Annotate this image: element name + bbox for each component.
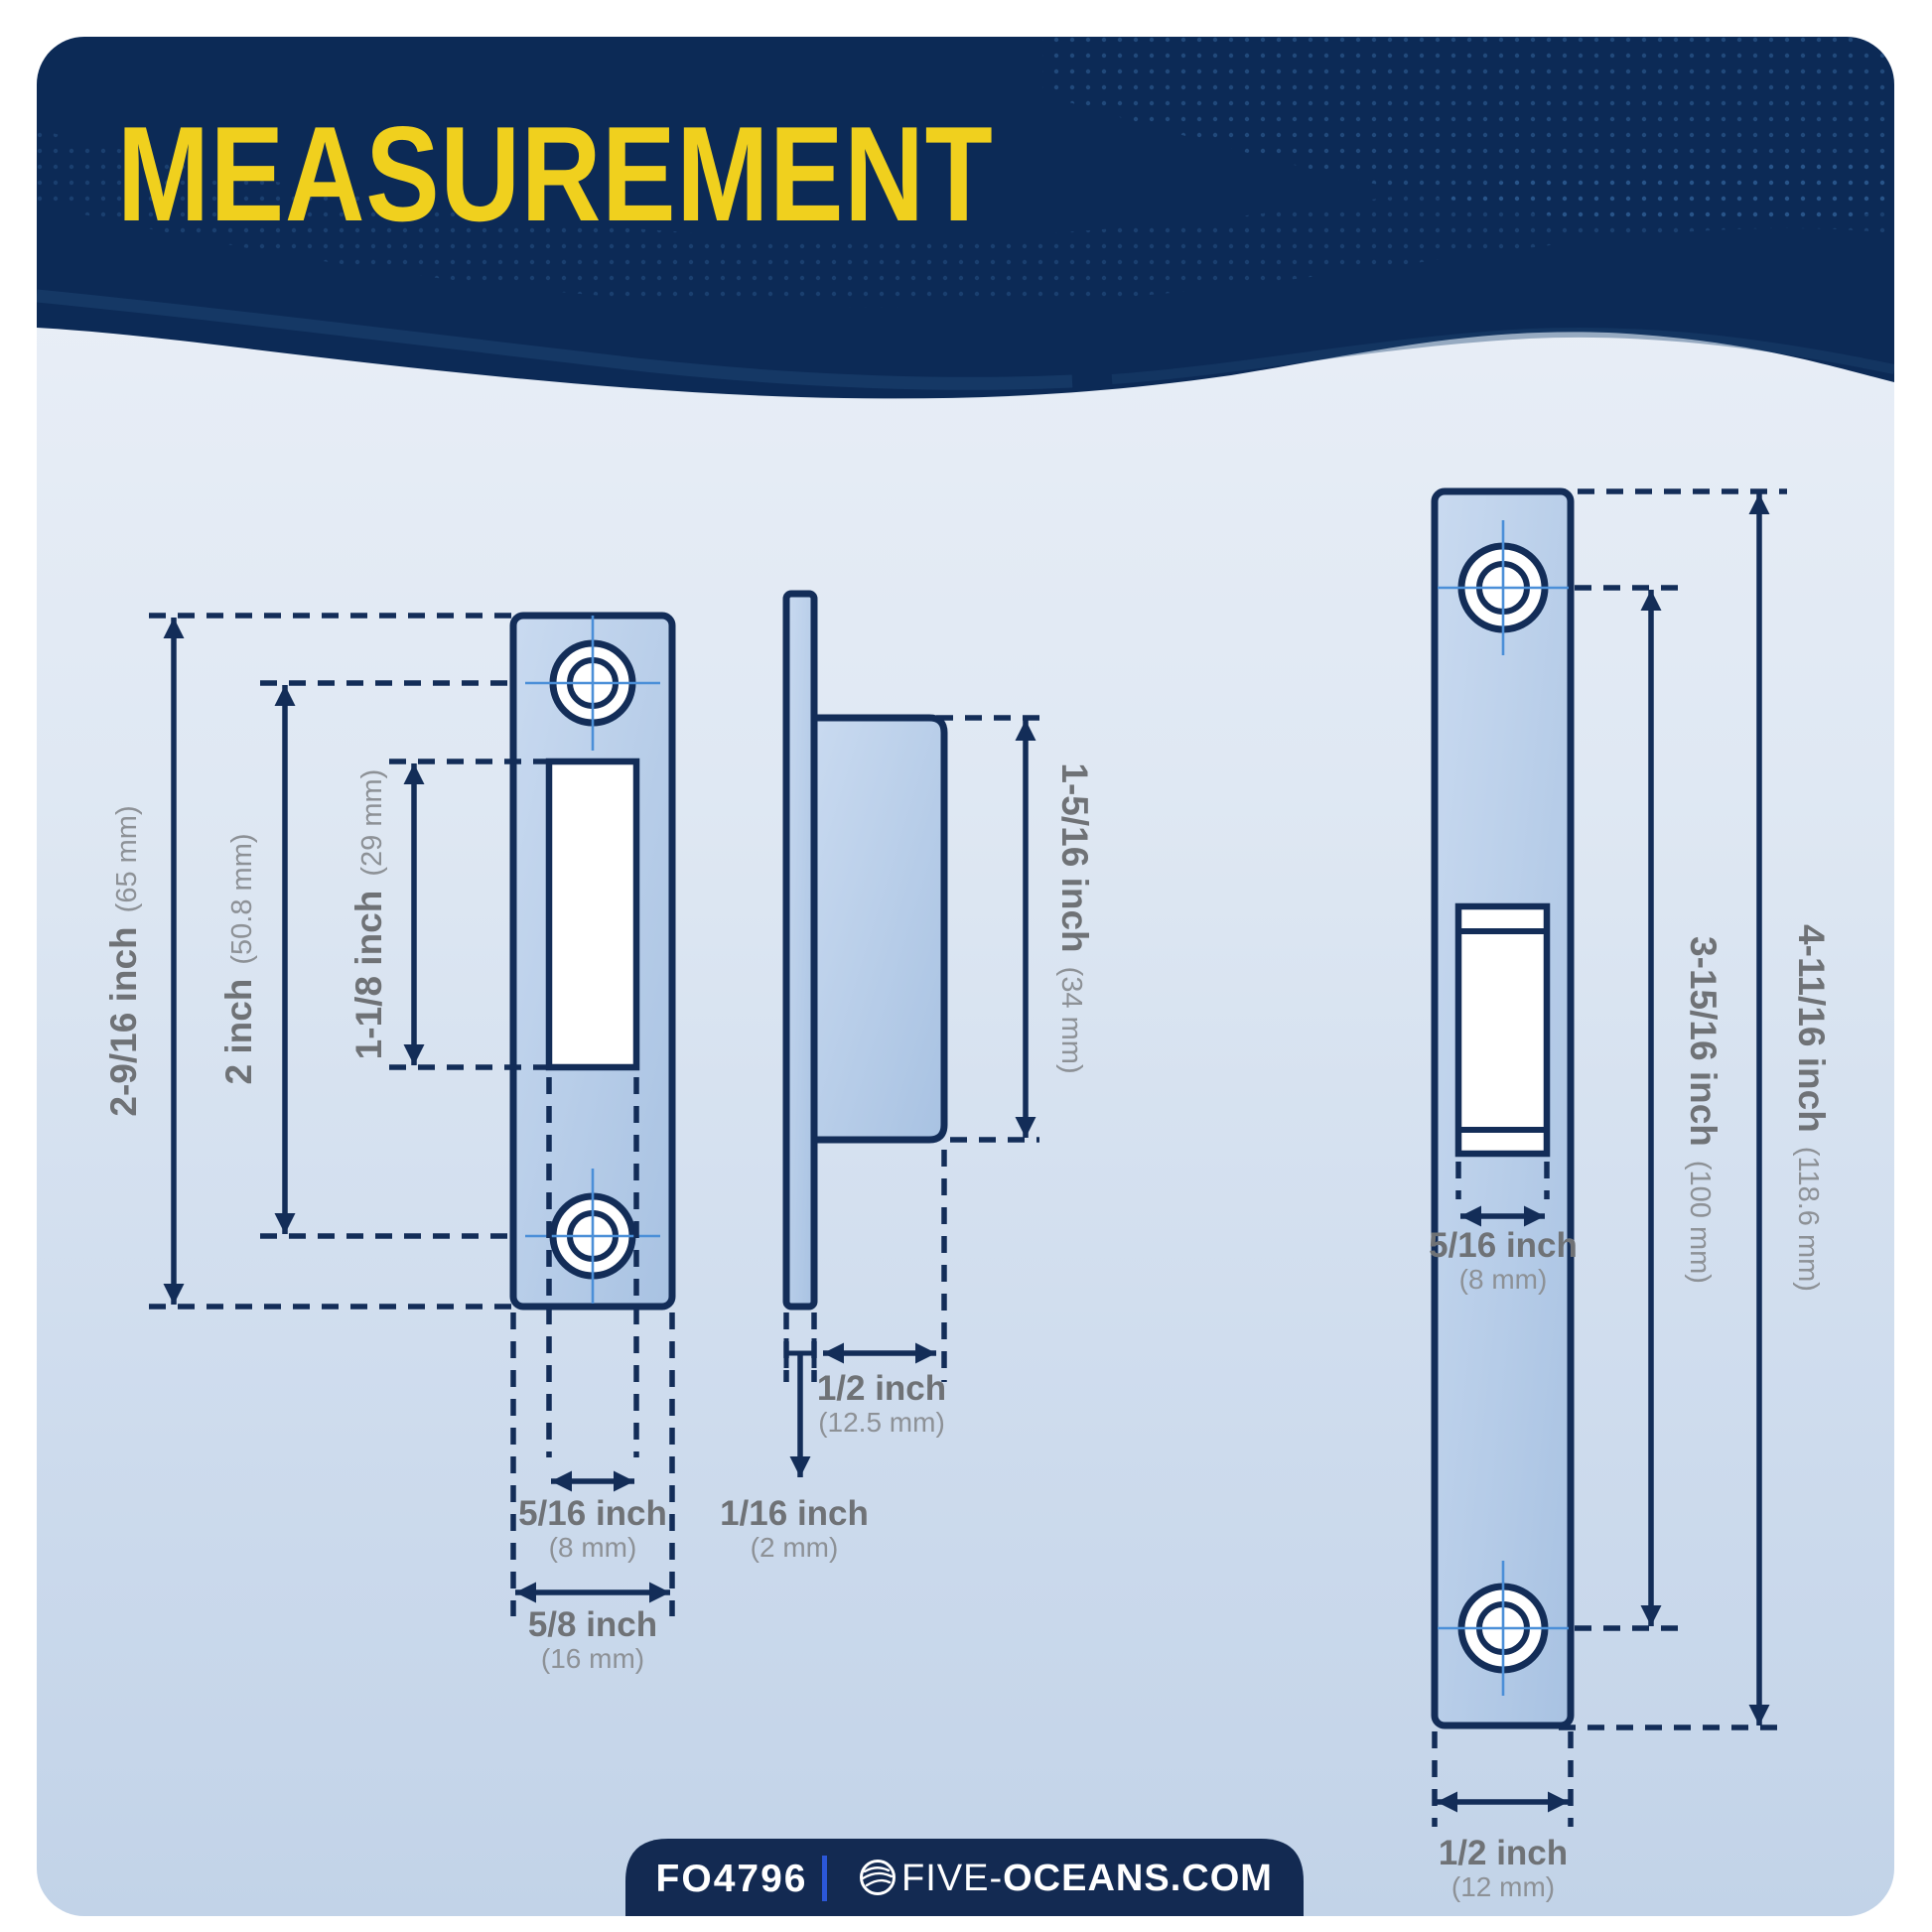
label-plate-height-long: 4-11/16 inch(118.6 mm) [1791, 924, 1832, 1292]
long-view: 5/16 inch (8 mm) 3-15/16 inch(100 mm) 4-… [1429, 487, 1832, 1902]
header-dot-texture [37, 129, 1894, 308]
card-background [37, 37, 1894, 1916]
label-plate-width-long: 1/2 inch [1439, 1834, 1568, 1872]
label-plate-width-mm: (16 mm) [541, 1643, 644, 1674]
latch-slot [545, 758, 640, 1071]
label-slot-height: 1-1/8 inch(29 mm) [348, 769, 389, 1060]
header-wave-line [37, 289, 1073, 390]
label-slot-width: 5/16 inch [518, 1494, 667, 1533]
footer-divider [822, 1856, 827, 1901]
label-screw-spacing-long: 3-15/16 inch(100 mm) [1683, 936, 1724, 1284]
label-box-depth-mm: (12.5 mm) [818, 1407, 945, 1438]
extension-lines-long [1432, 488, 1787, 1827]
product-sku: FO4796 [656, 1858, 808, 1900]
front-view: 2-9/16 inch(65 mm) 2 inch(50.8 mm) 1-1/8… [103, 612, 676, 1674]
screw-hole-top-long [1438, 520, 1569, 655]
footer-background [625, 1839, 1304, 1916]
label-slot-width-long: 5/16 inch [1429, 1226, 1578, 1265]
screw-hole-top [525, 616, 660, 751]
screw-hole-bottom [525, 1169, 660, 1304]
label-screw-spacing: 2 inch(50.8 mm) [218, 833, 259, 1084]
latch-slot-long [1454, 902, 1551, 1158]
dim-plate-thickness [783, 1338, 817, 1477]
label-plate-thickness-mm: (2 mm) [751, 1532, 839, 1563]
label-height-outer: 2-9/16 inch(65 mm) [103, 805, 144, 1116]
brand-name: FIVE-OCEANS.COM [901, 1858, 1273, 1899]
screw-hole-bottom-long [1438, 1561, 1569, 1696]
header-banner: MEASUREMENT [37, 37, 1894, 399]
label-box-depth: 1/2 inch [817, 1369, 946, 1408]
side-view: 1-5/16 inch(34 mm) 1/2 inch (12.5 mm) 1/… [720, 590, 1095, 1563]
label-slot-width-mm: (8 mm) [549, 1532, 637, 1563]
label-plate-thickness: 1/16 inch [720, 1494, 869, 1533]
label-plate-width: 5/8 inch [528, 1605, 657, 1644]
label-slot-width-long-mm: (8 mm) [1459, 1264, 1548, 1295]
label-box-height: 1-5/16 inch(34 mm) [1054, 762, 1095, 1073]
extension-lines-front [149, 613, 675, 1616]
footer-bar: FO4796 FIVE-OCEANS.COM [625, 1839, 1304, 1916]
strike-box-profile [810, 714, 948, 1144]
label-plate-width-long-mm: (12 mm) [1451, 1871, 1555, 1902]
brand-logo-icon [860, 1860, 896, 1895]
header-wave-line [1111, 327, 1894, 384]
plate-edge-profile [782, 590, 818, 1311]
page-title: MEASUREMENT [117, 99, 994, 250]
